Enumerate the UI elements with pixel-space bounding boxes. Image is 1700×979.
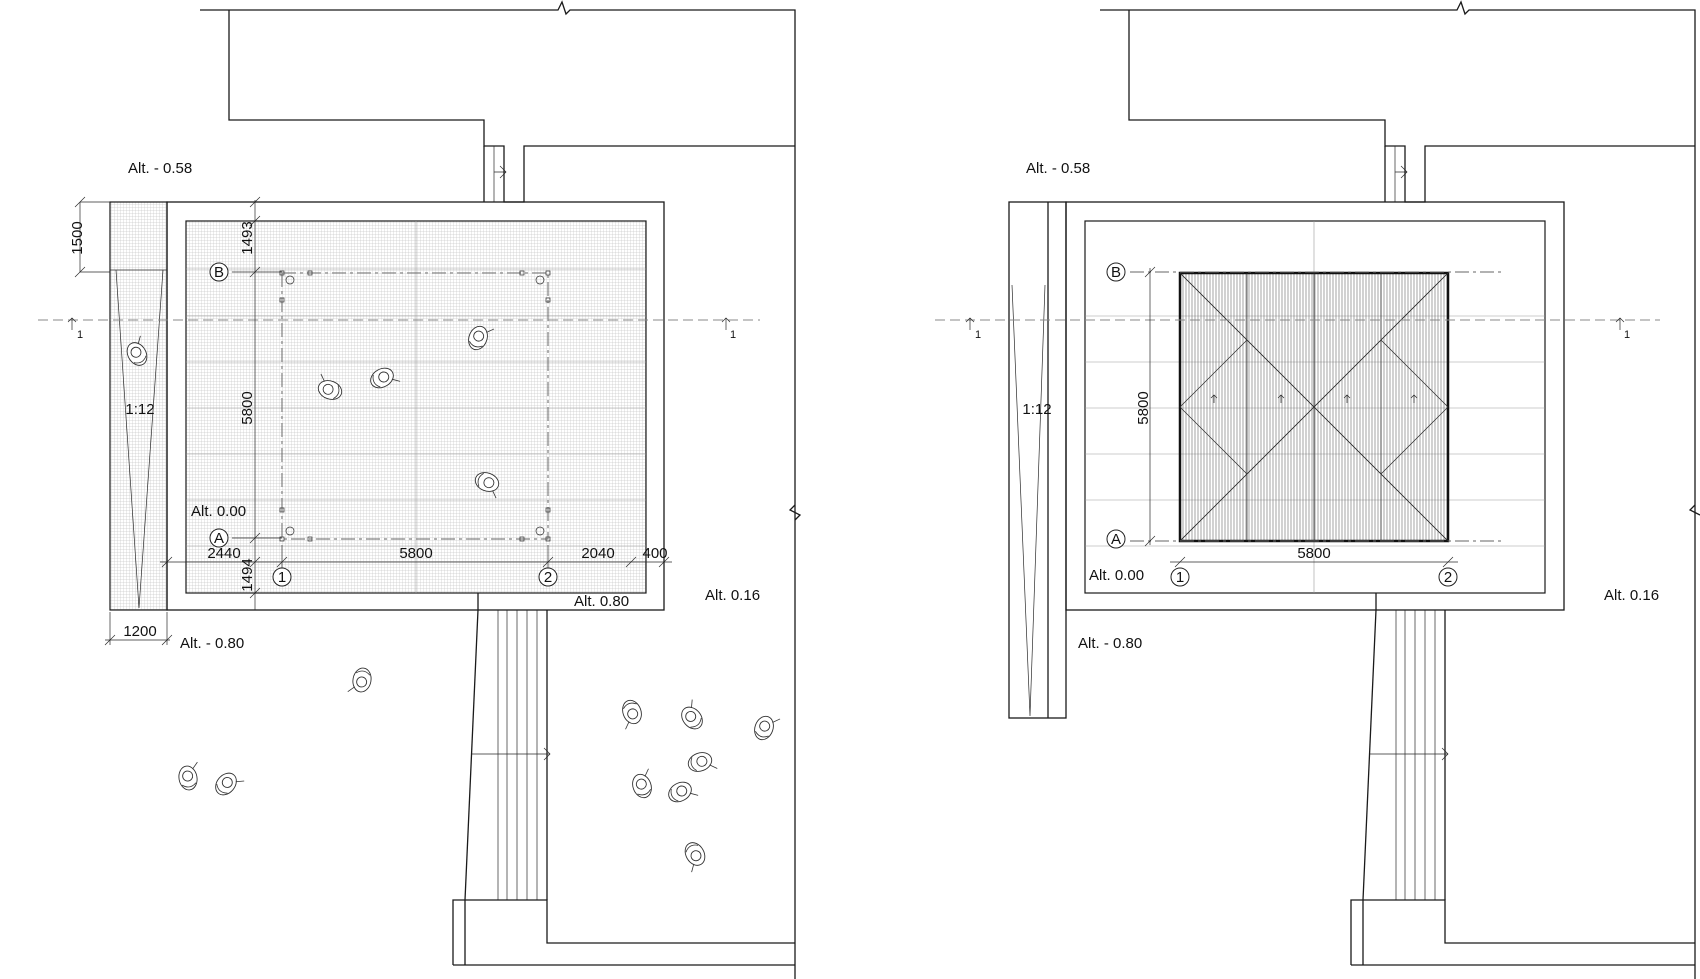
structure-outline — [281, 272, 549, 540]
dim-top: 1493 — [239, 221, 256, 254]
alt-right: Alt. 0.16 — [705, 587, 760, 604]
dim-span-right: 5800 — [1297, 545, 1330, 562]
building-outline-right — [1100, 0, 1696, 979]
ramp-slope-right: 1:12 — [1022, 401, 1051, 418]
section-arrow-icon-right — [965, 317, 1625, 330]
section-mark-left: 1 — [77, 329, 83, 341]
alt-step: Alt. 0.80 — [574, 593, 629, 610]
axis-b-label: B — [214, 264, 224, 281]
ramp-right — [1008, 201, 1067, 719]
axis-b-label-right: B — [1111, 264, 1121, 281]
dim-span: 5800 — [399, 545, 432, 562]
alt-top-left-right: Alt. - 0.58 — [1026, 160, 1090, 177]
alt-right-right: Alt. 0.16 — [1604, 587, 1659, 604]
axis-a-label-right: A — [1111, 531, 1121, 548]
alt-bottom-left-right: Alt. - 0.80 — [1078, 635, 1142, 652]
right-plan: 1 1 B A 1 2 — [935, 0, 1700, 979]
axis-1-label-right: 1 — [1176, 569, 1184, 586]
building-outline — [200, 0, 796, 979]
dim-edge: 400 — [642, 545, 667, 562]
section-arrow-icon — [67, 317, 731, 330]
axis-markers — [209, 262, 558, 587]
section-mark-right-right: 1 — [1624, 329, 1630, 341]
stairs-right — [1350, 593, 1695, 966]
left-plan: 1 1 B A 1 — [38, 0, 802, 979]
dimension-lines-right — [1144, 266, 1458, 568]
dim-bottom: 1494 — [239, 558, 256, 591]
axis-a-label: A — [214, 530, 224, 547]
axis-2-label: 2 — [544, 569, 552, 586]
alt-bottom-left: Alt. - 0.80 — [180, 635, 244, 652]
alt-inner-right: Alt. 0.00 — [1089, 567, 1144, 584]
dim-height-right: 5800 — [1135, 391, 1152, 424]
axis-markers-right — [1106, 262, 1505, 587]
roof-diagonals — [1179, 272, 1449, 542]
dim-ramp-length: 1500 — [69, 221, 86, 254]
dim-height: 5800 — [239, 391, 256, 424]
dim-left: 2440 — [207, 545, 240, 562]
axis-1-label: 1 — [278, 569, 286, 586]
stairs — [452, 593, 795, 966]
dimension-lines — [74, 196, 672, 646]
break-line-icon — [788, 504, 802, 521]
alt-inner: Alt. 0.00 — [191, 503, 246, 520]
dim-ramp-width: 1200 — [123, 623, 156, 640]
section-mark-left-right: 1 — [975, 329, 981, 341]
axis-2-label-right: 2 — [1444, 569, 1452, 586]
dim-right: 2040 — [581, 545, 614, 562]
section-mark-right: 1 — [730, 329, 736, 341]
break-line-icon-right — [1688, 504, 1700, 516]
ramp-slope: 1:12 — [125, 401, 154, 418]
alt-top-left: Alt. - 0.58 — [128, 160, 192, 177]
